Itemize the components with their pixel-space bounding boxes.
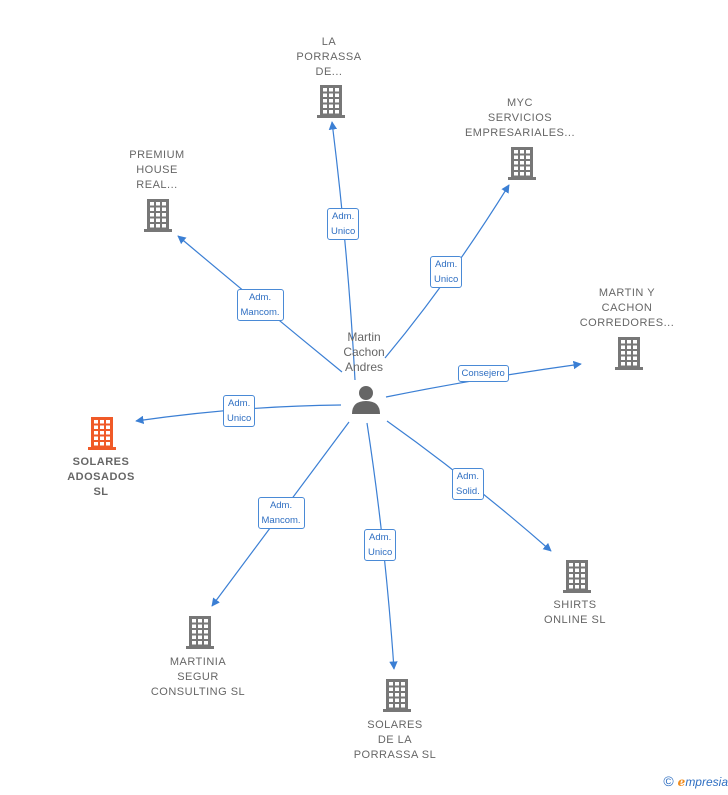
relation-edge-la-porrassa	[328, 121, 356, 381]
building-icon-martinia-segur[interactable]	[186, 616, 214, 649]
relation-label-la-porrassa[interactable]: Adm. Unico	[327, 208, 360, 240]
node-icons	[88, 85, 643, 712]
brand-initial: e	[677, 775, 686, 789]
person-name-label[interactable]: Martin Cachon Andres	[343, 330, 385, 374]
relation-label-myc-servicios[interactable]: Adm. Unico	[430, 256, 463, 288]
building-icon-myc-servicios[interactable]	[508, 147, 536, 180]
building-icon-martin-cachon-corredores[interactable]	[615, 337, 643, 370]
relation-edges	[135, 121, 582, 670]
relation-label-solares-adosados[interactable]: Adm. Unico	[223, 395, 256, 427]
building-icon-shirts-online[interactable]	[563, 560, 591, 593]
company-label-solares-porrassa[interactable]: SOLARES DE LA PORRASSA SL	[353, 718, 437, 761]
company-label-martin-cachon-corredores[interactable]: MARTIN Y CACHON CORREDORES...	[579, 286, 675, 329]
building-icon-premium-house[interactable]	[144, 199, 172, 232]
brand-name: mpresia	[685, 775, 728, 789]
company-label-martinia-segur[interactable]: MARTINIA SEGUR CONSULTING SL	[150, 655, 246, 698]
company-label-premium-house[interactable]: PREMIUM HOUSE REAL...	[129, 148, 185, 191]
company-label-la-porrassa[interactable]: LA PORRASSA DE...	[296, 35, 362, 78]
footer-brand: ©empresia	[663, 773, 728, 789]
relation-label-martinia-segur[interactable]: Adm. Mancom.	[257, 497, 305, 529]
company-label-shirts-online[interactable]: SHIRTS ONLINE SL	[544, 599, 606, 626]
relation-label-shirts-online[interactable]: Adm. Solid.	[452, 468, 484, 500]
relation-label-martin-cachon-corredores[interactable]: Consejero	[457, 364, 509, 382]
person-icon[interactable]	[352, 386, 380, 414]
relation-label-solares-porrassa[interactable]: Adm. Unico	[364, 529, 397, 561]
building-icon-la-porrassa[interactable]	[317, 85, 345, 118]
building-icon-solares-porrassa[interactable]	[383, 679, 411, 712]
company-label-myc-servicios[interactable]: MYC SERVICIOS EMPRESARIALES...	[464, 96, 576, 139]
company-label-solares-adosados[interactable]: SOLARES ADOSADOS SL	[67, 455, 135, 498]
copyright-icon: ©	[663, 773, 674, 789]
relation-label-premium-house[interactable]: Adm. Mancom.	[236, 289, 284, 321]
building-icon-solares-adosados[interactable]	[88, 417, 116, 450]
